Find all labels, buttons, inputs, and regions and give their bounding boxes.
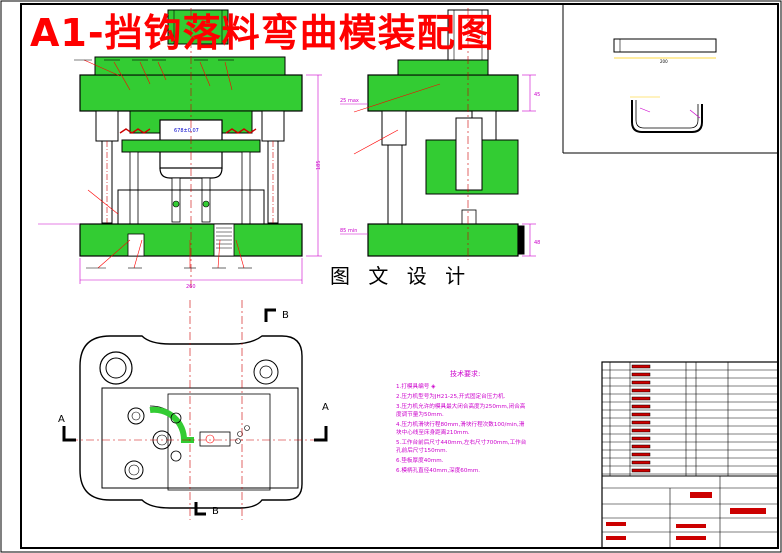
drawing-title: A1-挡钩落料弯曲模装配图 bbox=[30, 11, 495, 55]
tech-line: 度调节量为50mm. bbox=[396, 410, 444, 418]
parts-list-entry-mark bbox=[631, 372, 651, 377]
tech-line: 3.压力机允许的模具最大闭合高度为250mm,闭合高 bbox=[396, 402, 526, 410]
parts-list-entry-mark bbox=[631, 380, 651, 385]
bent-part-profile bbox=[631, 100, 703, 133]
lower-plate-outline bbox=[79, 335, 303, 509]
tech-line: 6.垫板厚度40mm. bbox=[396, 456, 444, 464]
tech-line: 孔前后尺寸150mm. bbox=[396, 446, 448, 454]
side-right-top-dim: 45 bbox=[534, 92, 540, 98]
parts-list-entry-mark bbox=[631, 412, 651, 417]
section-a-left: A bbox=[58, 414, 65, 425]
studio-label: 图 文 设 计 bbox=[326, 260, 476, 289]
part-drawing-box: 200 bbox=[562, 4, 778, 154]
section-a-right: A bbox=[322, 402, 329, 413]
top-clamp-plate bbox=[94, 56, 286, 76]
section-markers bbox=[62, 308, 328, 516]
tech-line: 4.压力机滑块行程80mm,滑块行程次数100/min,滑 bbox=[396, 420, 525, 428]
overall-height-dim: 185 bbox=[316, 160, 322, 170]
inner-border bbox=[20, 3, 779, 549]
tech-line: 2.压力机型号为JH21-25,开式固定台压力机. bbox=[396, 392, 506, 400]
front-view: 678±0.07 bbox=[38, 8, 322, 290]
section-b-top: B bbox=[282, 310, 289, 321]
side-view: 25 max 85 min 45 48 bbox=[340, 8, 540, 275]
parts-list-entry-mark bbox=[631, 444, 651, 449]
parts-list-entry-mark bbox=[631, 388, 651, 393]
tech-line: 块中心线至床身距离210mm. bbox=[396, 428, 470, 436]
parts-list-entry-mark bbox=[631, 420, 651, 425]
section-b-bottom: B bbox=[212, 506, 219, 517]
parts-list-entry-mark bbox=[631, 468, 651, 473]
parts-list-entry-mark bbox=[631, 452, 651, 457]
parts-list-entry-mark bbox=[631, 404, 651, 409]
side-right-bottom-dim: 48 bbox=[534, 240, 540, 246]
part-length-dim: 200 bbox=[660, 59, 668, 64]
tech-line: 6.模柄孔直径40mm,深度60mm. bbox=[396, 466, 480, 474]
tech-heading: 技术要求: bbox=[450, 369, 480, 378]
side-lower-plate bbox=[367, 223, 519, 257]
tech-line: 1.打模具编号 ◈ bbox=[396, 382, 436, 390]
parts-list-entry-mark bbox=[631, 364, 651, 369]
parts-list-entry-mark bbox=[631, 396, 651, 401]
side-upper-plate bbox=[367, 74, 519, 112]
tech-requirements: 技术要求: 1.打模具编号 ◈ 2.压力机型号为JH21-25,开式固定台压力机… bbox=[396, 369, 527, 474]
tech-line: 5.工作台前后尺寸440mm,左右尺寸700mm,工作台 bbox=[396, 438, 527, 446]
center-note: 678±0.07 bbox=[174, 128, 199, 134]
base-width-dim: 260 bbox=[186, 284, 196, 290]
side-top-dim: 25 max bbox=[340, 98, 359, 104]
parts-list-entry-mark bbox=[631, 460, 651, 465]
parts-list-entry-mark bbox=[631, 428, 651, 433]
parts-list-entry-mark bbox=[631, 436, 651, 441]
die-block-plan bbox=[101, 387, 299, 489]
side-bottom-dim: 85 min bbox=[340, 228, 357, 234]
title-block bbox=[601, 361, 779, 549]
plan-view bbox=[70, 300, 320, 520]
